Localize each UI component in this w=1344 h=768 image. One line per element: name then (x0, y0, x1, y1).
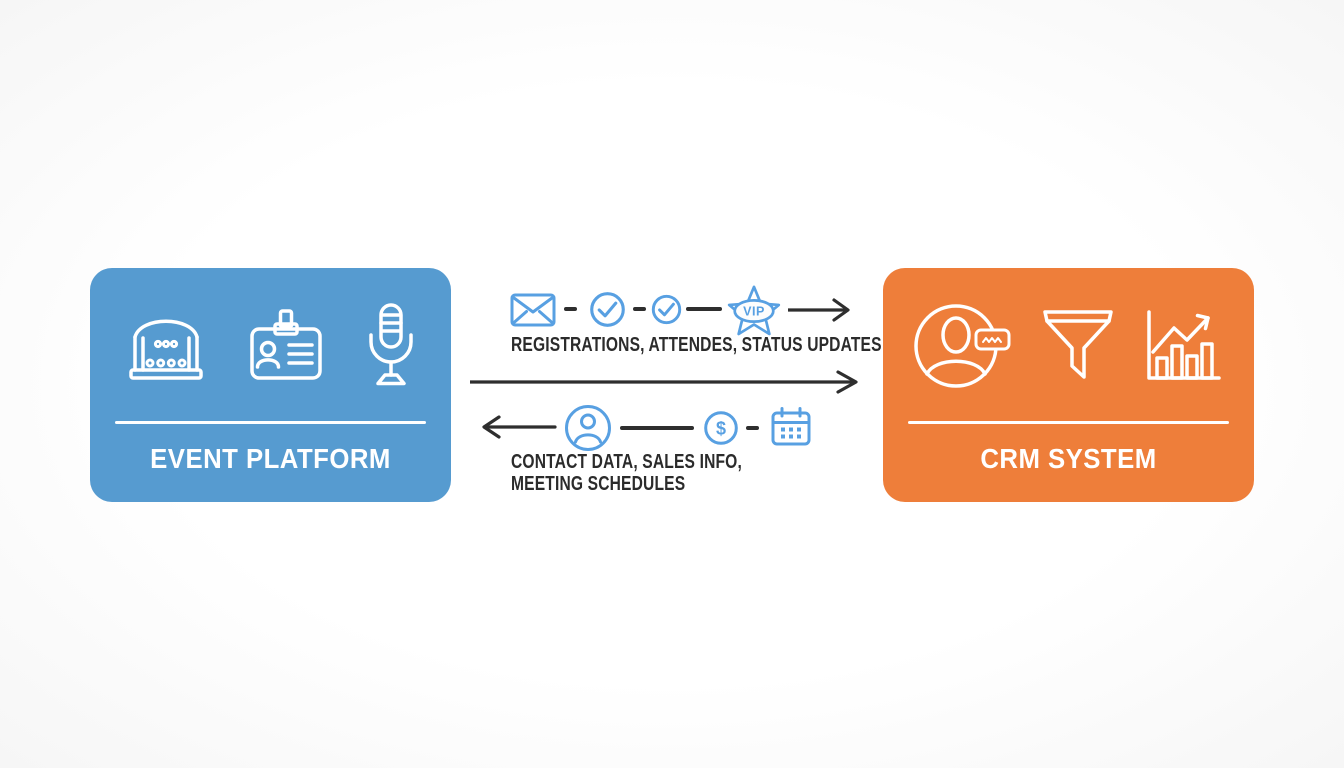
funnel-icon (1040, 307, 1116, 385)
event-platform-label: EVENT PLATFORM (150, 443, 391, 474)
crm-system-label: CRM SYSTEM (980, 443, 1157, 474)
calendar-icon (770, 406, 812, 448)
arrow-right-icon (788, 297, 852, 323)
event-platform-card: EVENT PLATFORM (90, 268, 451, 502)
crm-system-card: CRM SYSTEM (883, 268, 1254, 502)
top-flow-caption: REGISTRATIONS, ATTENDES, STATUS UPDATES (511, 334, 882, 356)
divider-line (115, 421, 426, 424)
contact-tag-icon (913, 301, 1014, 391)
connector-dash (746, 426, 759, 430)
bottom-flow-caption-line2: MEETING SCHEDULES (511, 473, 686, 495)
connector-dash (633, 307, 646, 311)
connector-dash (564, 307, 577, 311)
crm-system-icons (883, 298, 1254, 394)
growth-chart-icon (1142, 307, 1224, 385)
dollar-circle-icon: $ (703, 410, 739, 446)
vip-label: VIP (743, 304, 765, 318)
stage-icon (126, 307, 206, 385)
id-badge-icon (246, 308, 326, 384)
divider-line (908, 421, 1229, 424)
arrow-left-icon (481, 414, 557, 440)
microphone-icon (366, 302, 416, 390)
dollar-symbol: $ (716, 419, 726, 439)
check-circle-icon (651, 294, 682, 325)
arrow-right-icon (470, 369, 866, 395)
connector-line (620, 426, 694, 430)
bottom-flow-caption-line1: CONTACT DATA, SALES INFO, (511, 451, 742, 473)
vip-star-icon: VIP (723, 283, 785, 339)
connector-dash (686, 307, 722, 311)
envelope-icon (510, 293, 556, 327)
check-circle-icon (589, 291, 626, 328)
event-platform-icons (90, 298, 451, 394)
person-circle-icon (563, 403, 613, 453)
